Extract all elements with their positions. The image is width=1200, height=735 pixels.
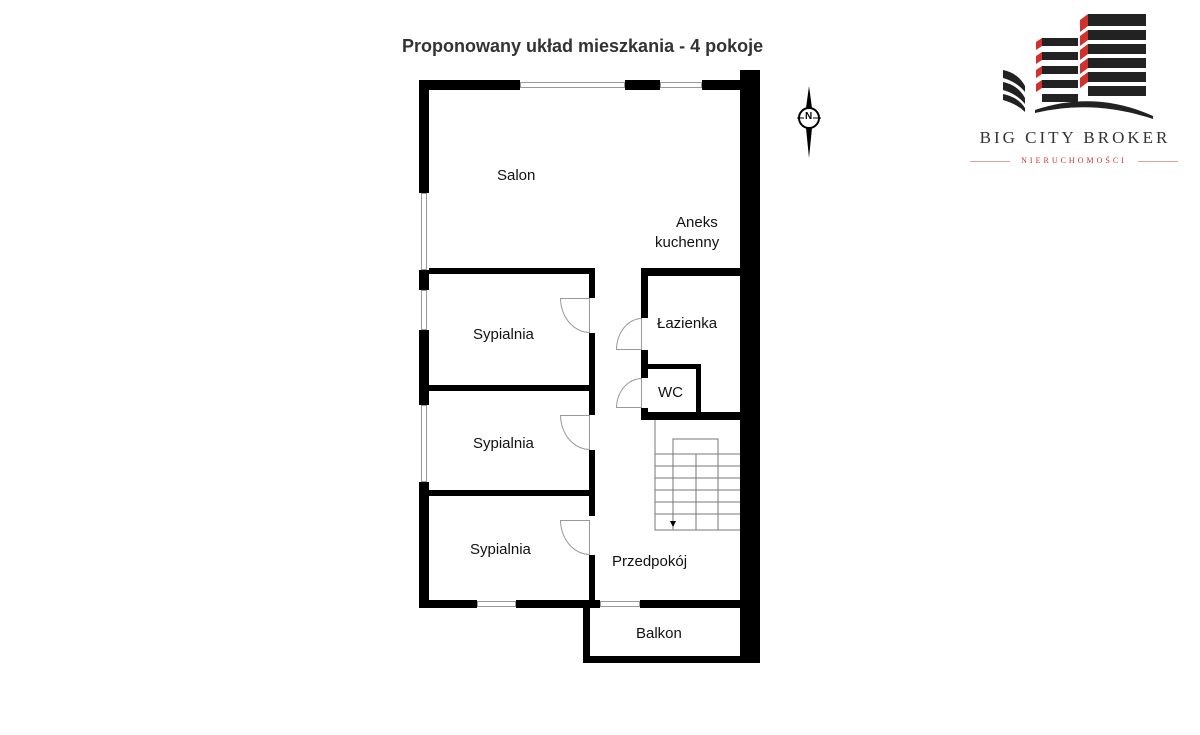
plan-title: Proponowany układ mieszkania - 4 pokoje: [402, 36, 764, 56]
room-aneks: Aneks: [676, 214, 718, 231]
logo-name: BIG CITY BROKER: [979, 128, 1171, 147]
room-balkon: Balkon: [636, 625, 682, 642]
room-sypialnia-1: Sypialnia: [473, 326, 534, 343]
compass-icon: N: [794, 86, 824, 158]
room-sypialnia-2: Sypialnia: [473, 435, 534, 452]
room-lazienka: Łazienka: [657, 315, 718, 332]
room-przedpokoj: Przedpokój: [612, 553, 688, 570]
compass-label: N: [804, 111, 814, 122]
door-bedroom-2: [560, 415, 590, 450]
room-aneks-2: kuchenny: [655, 234, 720, 251]
door-bathroom: [616, 318, 642, 350]
room-sypialnia-3: Sypialnia: [470, 541, 531, 558]
logo-sub: NIERUCHOMOŚCI: [1021, 156, 1127, 165]
buildings-logo-icon: [1003, 14, 1153, 119]
stairs: [654, 420, 740, 531]
room-wc: WC: [658, 384, 683, 401]
door-bedroom-3: [560, 520, 590, 555]
room-salon: Salon: [497, 167, 536, 184]
logo: BIG CITY BROKER NIERUCHOMOŚCI: [970, 12, 1180, 172]
door-wc: [616, 378, 642, 408]
door-bedroom-1: [560, 298, 590, 333]
